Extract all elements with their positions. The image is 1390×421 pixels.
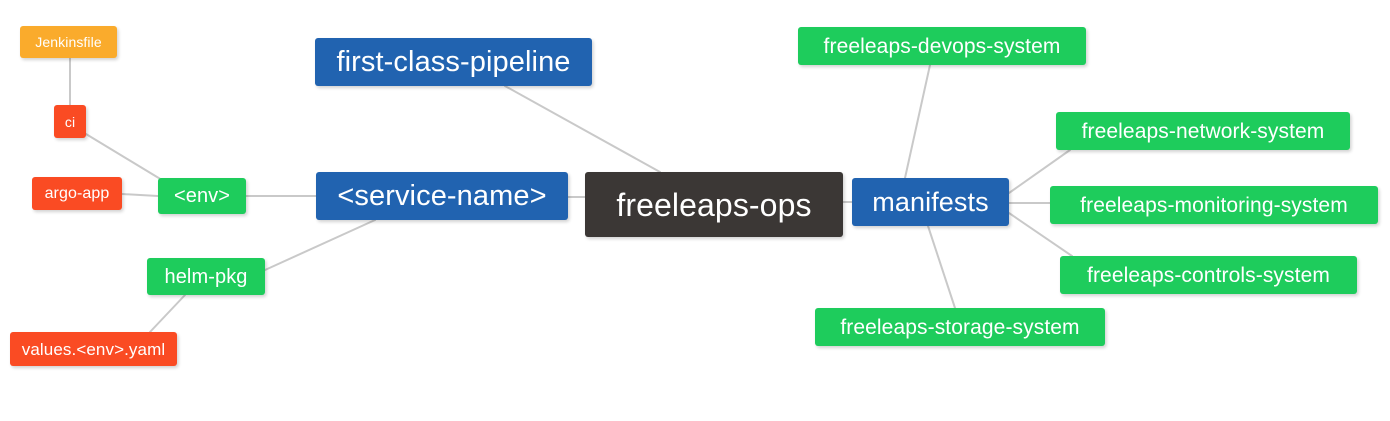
node-helm-pkg[interactable]: helm-pkg — [147, 258, 265, 295]
node-freeleaps-devops-system[interactable]: freeleaps-devops-system — [798, 27, 1086, 65]
node-freeleaps-controls-system[interactable]: freeleaps-controls-system — [1060, 256, 1357, 294]
node-argo-app[interactable]: argo-app — [32, 177, 122, 210]
node-freeleaps-monitoring-system[interactable]: freeleaps-monitoring-system — [1050, 186, 1378, 224]
edge-freeleaps-storage-system-to-manifests — [927, 225, 956, 309]
node-freeleaps-storage-system[interactable]: freeleaps-storage-system — [815, 308, 1105, 346]
edge-first-class-pipeline-to-freeleaps-ops — [504, 85, 661, 173]
edge-values-yaml-to-helm-pkg — [149, 294, 186, 333]
node-manifests[interactable]: manifests — [852, 178, 1009, 226]
node-freeleaps-ops[interactable]: freeleaps-ops — [585, 172, 843, 237]
node-ci[interactable]: ci — [54, 105, 86, 138]
edge-helm-pkg-to-service-name — [264, 219, 376, 271]
node-env[interactable]: <env> — [158, 178, 246, 214]
edge-freeleaps-devops-system-to-manifests — [904, 64, 931, 179]
node-jenkinsfile[interactable]: Jenkinsfile — [20, 26, 117, 58]
node-freeleaps-network-system[interactable]: freeleaps-network-system — [1056, 112, 1350, 150]
edge-ci-to-env — [85, 133, 163, 181]
node-first-class-pipeline[interactable]: first-class-pipeline — [315, 38, 592, 86]
edge-argo-app-to-env — [121, 193, 159, 197]
node-values-yaml[interactable]: values.<env>.yaml — [10, 332, 177, 366]
node-service-name[interactable]: <service-name> — [316, 172, 568, 220]
